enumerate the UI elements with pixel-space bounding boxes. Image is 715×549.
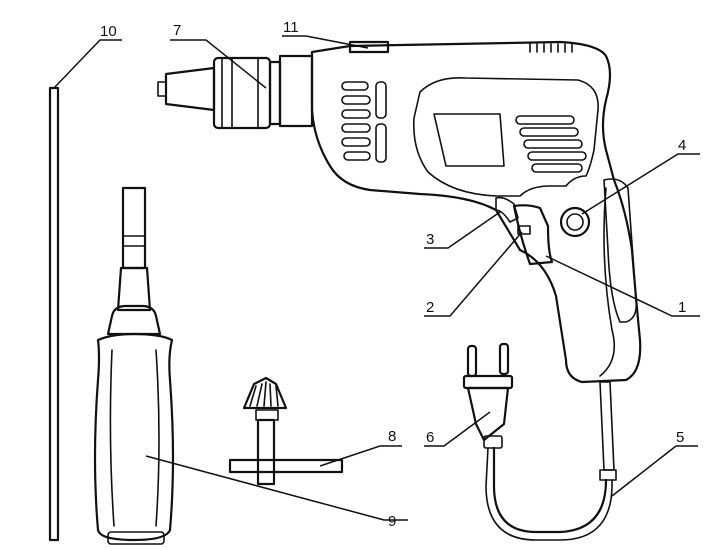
callout-1: 1 (678, 299, 686, 316)
callout-11: 11 (283, 19, 299, 36)
callout-3: 3 (426, 231, 434, 248)
callout-labels: 10 7 11 4 3 2 1 5 6 8 9 (100, 19, 686, 530)
hammer-selector-switch (348, 40, 390, 54)
callout-6: 6 (426, 429, 434, 446)
power-cable (485, 381, 617, 541)
callout-2: 2 (426, 299, 434, 316)
lock-button (517, 225, 531, 235)
callout-8: 8 (388, 428, 396, 445)
trigger-assembly (495, 196, 554, 266)
trigger (512, 204, 554, 266)
auxiliary-handle (93, 186, 175, 545)
chuck-key (228, 376, 344, 486)
speed-knob (559, 206, 591, 238)
chuck (157, 54, 314, 130)
direction-switch (495, 196, 519, 223)
callout-9: 9 (388, 513, 396, 530)
callout-5: 5 (676, 429, 684, 446)
power-plug (462, 342, 514, 449)
drill-body (310, 40, 642, 384)
callout-4: 4 (678, 137, 686, 154)
leader-lines (53, 35, 700, 521)
callout-10: 10 (100, 23, 117, 40)
callout-7: 7 (173, 22, 181, 39)
depth-gauge-rod (48, 86, 60, 542)
